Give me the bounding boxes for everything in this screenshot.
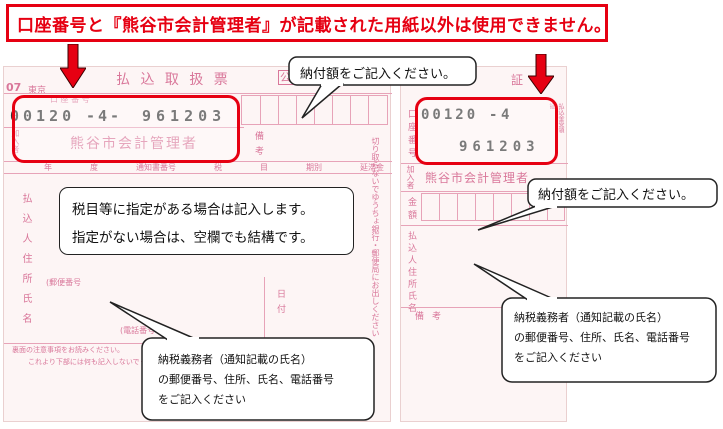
arrow-down-left-icon (59, 43, 87, 89)
form-title: 払 込 取 扱 票 (116, 72, 231, 88)
col-header-6: 期別 (306, 163, 322, 172)
side-note: 切り取らないでゆうちょ銀行・郵便局にお出しください (371, 137, 380, 337)
receipt-account-number: 961203 (459, 139, 540, 155)
receipt-account-prefix: 00120 (421, 107, 479, 123)
callout-tax-line2: 指定がない場合は、空欄でも結構です。 (72, 230, 314, 246)
highlight-account-receipt (415, 97, 558, 165)
callout-tax-line1: 税目等に指定がある場合は記入します。 (72, 202, 314, 218)
col-header-7: 延滞金 (360, 163, 384, 172)
callout-tax: 税目等に指定がある場合は記入します。 指定がない場合は、空欄でも結構です。 (59, 187, 354, 255)
receipt-biko-label: 備考 (415, 312, 450, 322)
callout-payer-right-line1: 納税義務者（通知記載の氏名） (514, 311, 668, 324)
header-rule (4, 93, 392, 94)
form-code: 07 (6, 81, 22, 94)
col-header-2: 度 (90, 163, 98, 172)
receipt-account-label: 口座番号 (406, 109, 416, 161)
col-header-1: 年 (44, 163, 52, 172)
account-prefix: 00120 (10, 107, 76, 125)
col-header-5: 目 (260, 163, 268, 172)
receipt-amount-label: 金額 (406, 197, 416, 223)
form-tokyo-label: 東京 (28, 86, 47, 96)
col-header-4: 税 (214, 163, 222, 172)
account-dash-1: - (86, 107, 96, 125)
payment-form-receipt: 証 口座番号 00120 - 4 払込金受領証 961203 加入者 熊谷市会計… (400, 66, 568, 422)
highlight-account-main (12, 95, 240, 163)
tel-label: (電話番号 (120, 326, 156, 335)
callout-amount-top-text: 納付額をご記入ください。 (300, 67, 457, 82)
account-check: 4 (98, 107, 108, 125)
callout-amount-right: 納付額をご記入ください。 (476, 178, 720, 238)
callout-amount-top: 納付額をご記入ください。 (288, 56, 488, 126)
account-label: 口 座 番 号 (50, 95, 90, 104)
footer-note-1: 裏面の注意事項をお読みください。 (12, 346, 124, 354)
receipt-payer-label: 払込人住所氏名 (406, 231, 416, 315)
payer-label: 払込人住所氏名 (20, 193, 31, 333)
callout-payer-right: 納税義務者（通知記載の氏名） の郵便番号、住所、氏名、電話番号 をご記入ください (472, 262, 720, 386)
callout-payer-left-line2: の郵便番号、住所、氏名、電話番号 (158, 373, 334, 386)
callout-payer-right-line3: をご記入ください (514, 351, 602, 364)
warning-banner-text: 口座番号と『熊谷市会計管理者』が記載された用紙以外は使用できません。 (17, 15, 612, 36)
payee-name: 熊谷市会計管理者 (70, 136, 198, 152)
payee-label: 加入者 (11, 129, 20, 153)
receipt-account-check: 4 (501, 107, 510, 123)
table-header-row: 年 度 通知書番号 税 目 期別 延滞金 (44, 162, 384, 173)
receipt-dash: - (489, 107, 498, 123)
date-label: 日付 (275, 289, 285, 319)
callout-payer-left-line3: をご記入ください (158, 393, 246, 406)
biko-label: 備考 (253, 131, 263, 161)
callout-amount-right-text: 納付額をご記入ください。 (538, 188, 695, 203)
account-dash-2: - (110, 107, 120, 125)
account-number: 961203 (142, 107, 227, 125)
receipt-payee-label: 加入者 (406, 165, 415, 189)
footer-note-2: これより下部には何も記入しないでください。 (28, 358, 175, 366)
callout-payer-right-text: 納税義務者（通知記載の氏名） の郵便番号、住所、氏名、電話番号 をご記入ください (514, 308, 690, 368)
receipt-title: 証 (511, 73, 524, 87)
callout-payer-left-line1: 納税義務者（通知記載の氏名） (158, 353, 312, 366)
receipt-payee-name: 熊谷市会計管理者 (425, 171, 530, 185)
callout-payer-left: 納税義務者（通知記載の氏名） の郵便番号、住所、氏名、電話番号 をご記入ください (108, 300, 376, 422)
callout-payer-left-text: 納税義務者（通知記載の氏名） の郵便番号、住所、氏名、電話番号 をご記入ください (158, 350, 334, 410)
arrow-down-right-icon (527, 53, 555, 95)
callout-payer-right-line2: の郵便番号、住所、氏名、電話番号 (514, 331, 690, 344)
warning-banner: 口座番号と『熊谷市会計管理者』が記載された用紙以外は使用できません。 (6, 4, 611, 42)
zip-label: (郵便番号 (46, 278, 82, 287)
col-header-3: 通知書番号 (136, 163, 176, 172)
